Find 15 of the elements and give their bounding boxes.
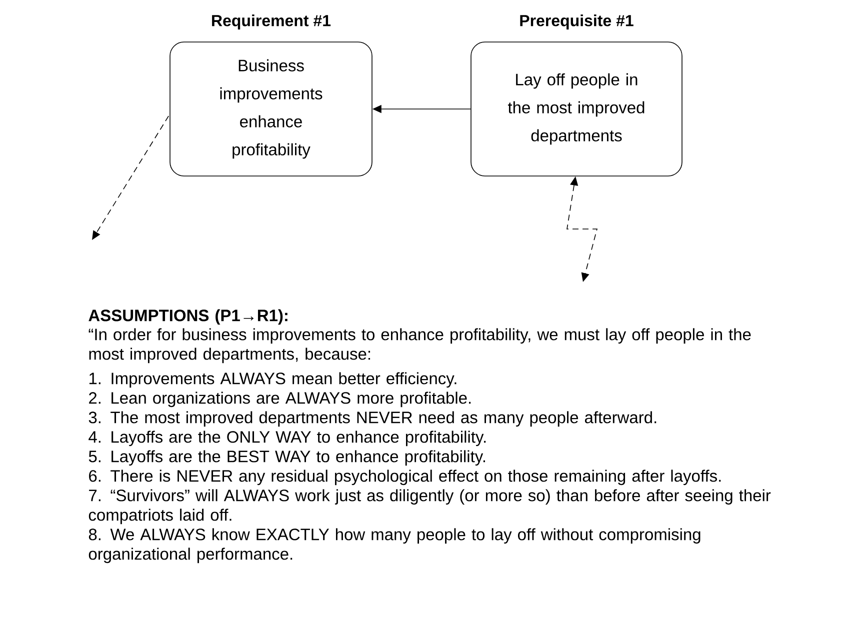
list-item: 2. Lean organizations are ALWAYS more profitable. (89, 392, 471, 408)
section-heading: ASSUMPTIONS (P1→R1): (88, 309, 288, 325)
list-item: 5. Layoffs are the BEST WAY to enhance profitability. (88, 450, 485, 466)
list-item: 1. Improvements ALWAYS mean better efficiency. (89, 372, 456, 388)
process-box: Lay off people in the most improved departments (470, 42, 682, 176)
box-heading: Prerequisite #1 (520, 14, 634, 30)
process-box: Business improvements enhance profitability (170, 42, 372, 176)
list-item: 7. “Survivors” will ALWAYS work just as diligently (or more so) than before after seeing their compatriots laid off. (88, 489, 771, 524)
list-item: 3. The most improved departments NEVER need as many people afterward. (88, 411, 656, 427)
list-item: 4. Layoffs are the ONLY WAY to enhance profitability. (88, 430, 486, 446)
intro-text: “In order for business improvements to enhance profitability, we must lay off people in the most improved departments, because: (88, 328, 751, 364)
box-heading: Requirement #1 (212, 14, 331, 30)
list-item: 8. We ALWAYS know EXACTLY how many people to lay off without compromising organizational performance. (88, 528, 700, 564)
arrow (92, 116, 169, 240)
list-item: 6. There is NEVER any residual psychological effect on those remaining after layoffs. (89, 470, 721, 486)
